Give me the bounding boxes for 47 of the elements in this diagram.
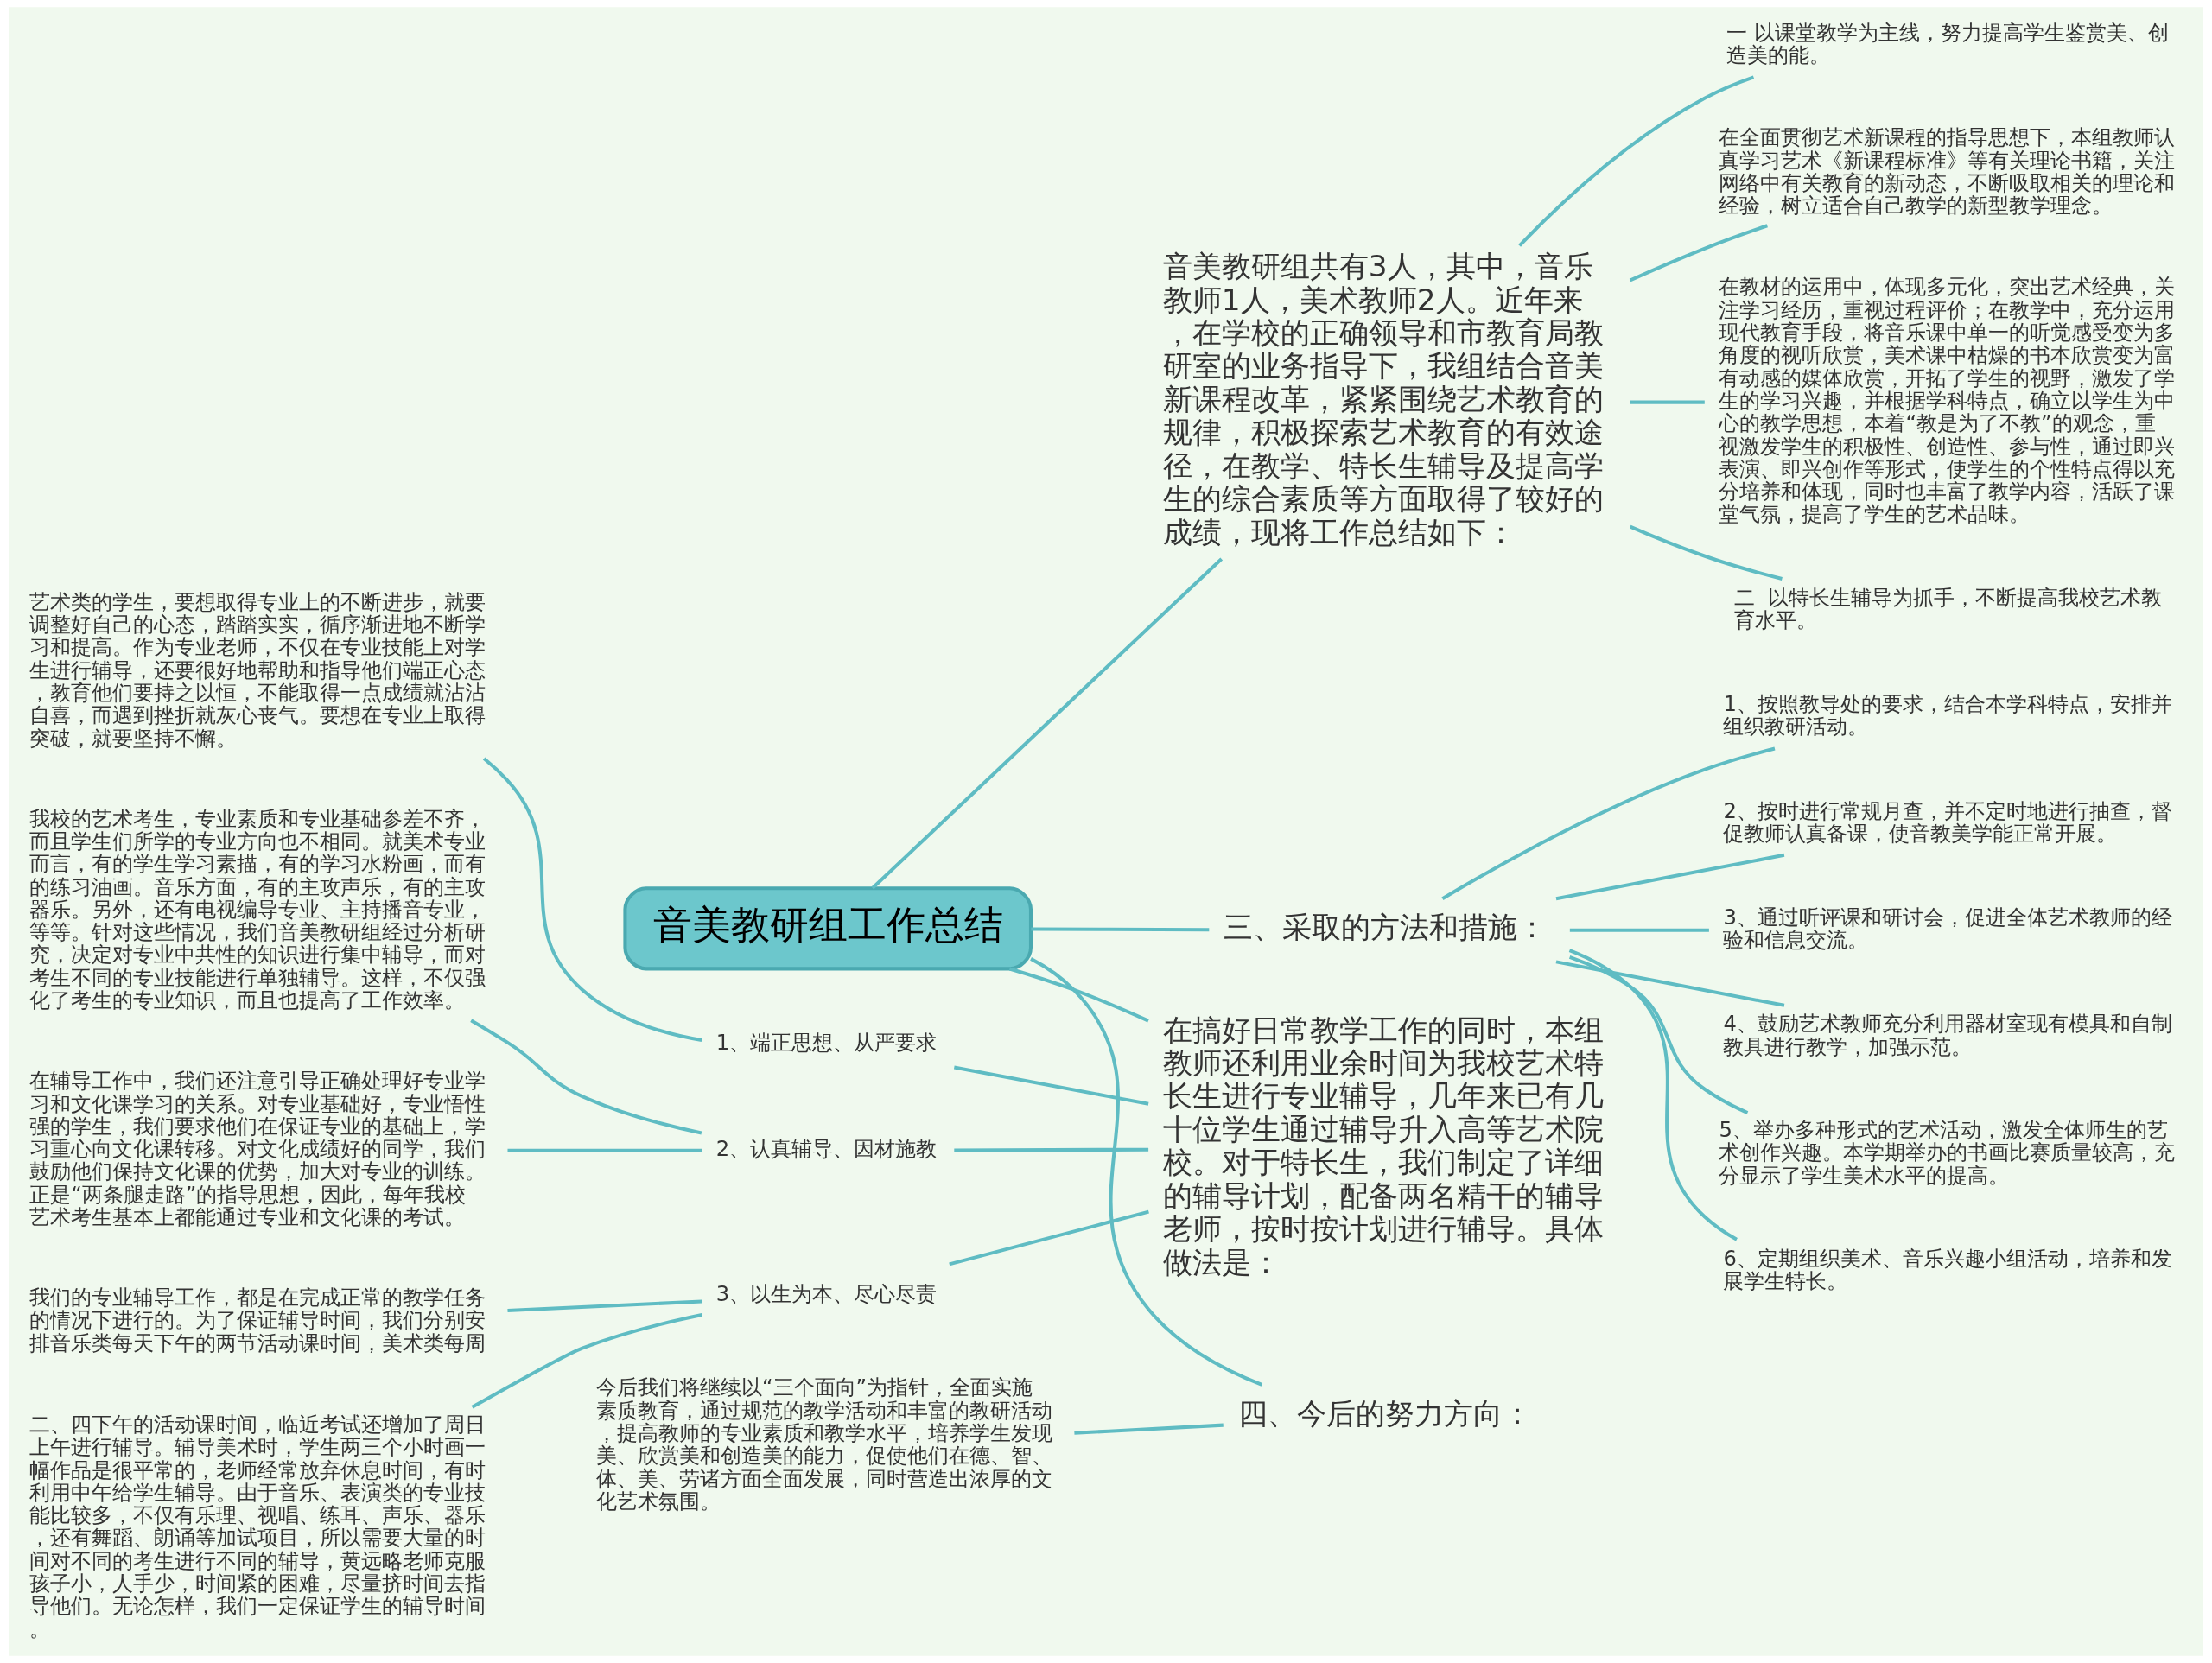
node-text: 4、鼓励艺术教师充分利用器材室现有模具和自制教具进行教学，加强示范。: [1723, 1011, 2172, 1059]
connector: [1555, 853, 1785, 901]
node-text: 3、通过听评课和研讨会，促进全体艺术教师的经验和信息交流。: [1723, 904, 2172, 953]
connector: [953, 1065, 1149, 1106]
connector: [1629, 524, 1783, 581]
connector: [482, 757, 702, 1043]
connector: [471, 1313, 702, 1409]
node-text: 2、认真辅导、因材施教: [715, 1136, 938, 1162]
node-text: 在搞好日常教学工作的同时，本组教师还利用业余时间为我校艺术特长生进行专业辅导，几年来已有几十位学生通过辅导升入高等艺术院校。对于特长生，我们制定了详细的辅导计划，配备两名精干的辅导老师，按时按计划进行辅导。具体做法是：: [1162, 1012, 1604, 1279]
node-text: 在教材的运用中，体现多元化，突出艺术经典，关注学习经历，重视过程评价；在教学中，充分运用现代教育手段，将音乐课中单一的听觉感受变为多角度的视听欣赏，美术课中枯燥的书本欣赏变为富有动感的媒体欣赏，开拓了学生的视野，激发了学生的学习兴趣，并根据学科特点，确立以学生为中心的教学思想，本着“教是为了不教”的观念，重视激发学生的积极性、创造性、参与性，通过即兴表演、即兴创作等形式，使学生的个性特点得以充分培养和体现，同时也丰富了教学内容，活跃了课堂气氛，提高了学生的艺术品味。: [1719, 274, 2176, 527]
connector: [1569, 928, 1709, 932]
connector: [1441, 746, 1776, 900]
node-text: 今后我们将继续以“三个面向”为指针，全面实施素质教育，通过规范的教学活动和丰富的教研活动，提高教师的专业素质和教学水平，培养学生发现美、欣赏美和创造美的能力，促使他们在德、智、体、美、劳诸方面全面发展，同时营造出浓厚的文化艺术氛围。: [596, 1374, 1053, 1514]
node-text: 二、四下午的活动课时间，临近考试还增加了周日上午进行辅导。辅导美术时，学生两三个小时画一幅作品是很平常的，老师经常放弃休息时间，有时利用中午给学生辅导。由于音乐、表演类的专业技能比较多，不仅有乐理、视唱、练耳、声乐、器乐，还有舞蹈、朗诵等加试项目，所以需要大量的时间对不同的考生进行不同的辅导，黄远略老师克服孩子小，人手少，时间紧的困难，尽量挤时间去指导他们。无论怎样，我们一定保证学生的辅导时间。: [29, 1411, 486, 1641]
connector: [507, 1148, 702, 1152]
connector: [470, 1019, 702, 1135]
connector: [507, 1299, 702, 1313]
connector: [1568, 955, 1749, 1115]
node-text: 三、采取的方法和措施：: [1223, 910, 1547, 945]
node-text: 6、定期组织美术、音乐兴趣小组活动，培养和发展学生特长。: [1723, 1245, 2172, 1293]
node-text: 在全面贯彻艺术新课程的指导思想下，本组教师认真学习艺术《新课程标准》等有关理论书籍，关注网络中有关教育的新动态，不断吸取相关的理论和经验，树立适合自己教学的新型教学理念。: [1719, 124, 2176, 219]
connector: [1630, 400, 1705, 404]
node-text: 1、按照教导处的要求，结合本学科特点，安排并组织教研活动。: [1723, 691, 2172, 739]
connector: [1518, 75, 1755, 247]
node-text: 一 以课堂教学为主线，努力提高学生鉴赏美、创造美的能。: [1726, 19, 2170, 68]
node-text: 我们的专业辅导工作，都是在完成正常的教学任务的情况下进行的。为了保证辅导时间，我们分别安排音乐类每天下午的两节活动课时间，美术类每周: [29, 1285, 486, 1355]
connector: [1030, 957, 1263, 1387]
connector: [1555, 960, 1785, 1007]
node-text: 1、端正思想、从严要求: [715, 1029, 938, 1055]
node-text: 在辅导工作中，我们还注意引导正确处理好专业学习和文化课学习的关系。对专业基础好，专业悟性强的学生，我们要求他们在保证专业的基础上，学习重心向文化课转移。对文化成绩好的同学，我们鼓励他们保持文化课的优势，加大对专业的训练。正是“两条腿走路”的指导思想，因此，每年我校艺术考生基本上都能通过专业和文化课的考试。: [29, 1068, 486, 1230]
connector: [1008, 967, 1149, 1023]
node-text: 2、按时进行常规月查，并不定时地进行抽查，督促教师认真备课，使音教美学能正常开展。: [1723, 797, 2172, 846]
node-text: 我校的艺术考生，专业素质和专业基础参差不齐，而且学生们所学的专业方向也不相同。就美术专业而言，有的学生学习素描，有的学习水粉画，而有的练习油画。音乐方面，有的主攻声乐，有的主攻器乐。另外，还有电视编导专业、主持播音专业，等等。针对这些情况，我们音美教研组经过分析研究，决定对专业中共性的知识进行集中辅导，而对考生不同的专业技能进行单独辅导。这样，不仅强化了考生的专业知识，而且也提高了工作效率。: [29, 805, 486, 1013]
node-text: 二 以特长生辅导为抓手，不断提高我校艺术教育水平。: [1733, 584, 2163, 632]
connector: [1031, 927, 1210, 932]
node-text: 音美教研组共有3人，其中，音乐教师1人，美术教师2人。近年来，在学校的正确领导和市教育局教研室的业务指导下，我组结合音美新课程改革，紧紧围绕艺术教育的规律，积极探索艺术教育的有效途径，在教学、特长生辅导及提高学生的综合素质等方面取得了较好的成绩，现将工作总结如下：: [1162, 249, 1604, 549]
connector: [954, 1147, 1149, 1152]
connector: [871, 557, 1224, 890]
connector: [1568, 949, 1738, 1241]
connector: [1074, 1423, 1224, 1435]
connector: [1629, 224, 1768, 282]
node-text: 3、以生为本、尽心尽责: [715, 1281, 938, 1307]
node-text: 艺术类的学生，要想取得专业上的不断进步，就要调整好自己的心态，踏踏实实，循序渐进地不断学习和提高。作为专业老师，不仅在专业技能上对学生进行辅导，还要很好地帮助和指导他们端正心态，教育他们要持之以恒，不能取得一点成绩就沾沾自喜，而遇到挫折就灰心丧气。要想在专业上取得突破，就要坚持不懈。: [29, 588, 486, 751]
connector: [949, 1209, 1149, 1266]
node-box: 音美教研组工作总结: [623, 886, 1033, 971]
node-text: 5、举办多种形式的艺术活动，激发全体师生的艺术创作兴趣。本学期举办的书画比赛质量较高，充分显示了学生美术水平的提高。: [1719, 1116, 2176, 1188]
node-text: 四、今后的努力方向：: [1237, 1395, 1532, 1431]
